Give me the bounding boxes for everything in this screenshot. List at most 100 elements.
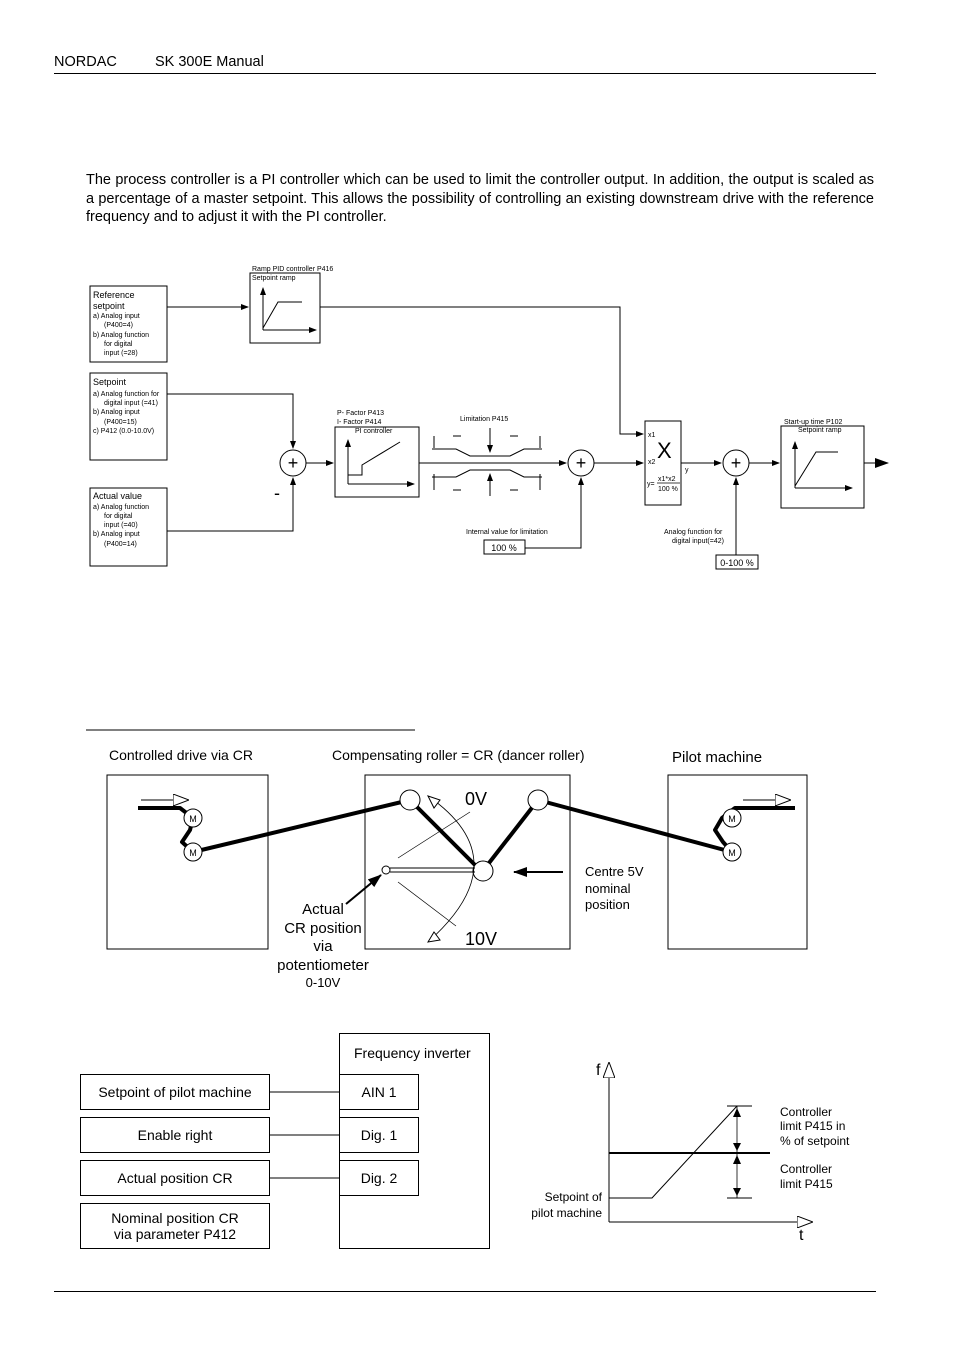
motor-left-top	[183, 808, 203, 828]
ramp-sub: Setpoint ramp	[252, 275, 296, 282]
mult-num: x1*x2	[658, 476, 676, 483]
setpoint-a2: digital input (=41)	[104, 400, 158, 407]
frequency-inverter-title: Frequency inverter	[354, 1045, 471, 1061]
limit-1: Controller	[780, 1162, 832, 1176]
nominal-line-2: via parameter P412	[113, 1226, 237, 1242]
compensating-roller-box	[364, 774, 571, 950]
actual-b2: (P400=14)	[104, 541, 137, 548]
analog-func-label2: digital input(=42)	[672, 538, 724, 545]
application-diagram: Controlled drive via CR Compensating rol…	[106, 747, 808, 990]
actual-a2: for digital	[104, 513, 133, 520]
actual-title: Actual value	[93, 491, 142, 501]
reference-a: a) Analog input	[93, 313, 140, 320]
pilot-title: Pilot machine	[672, 749, 762, 766]
setpoint-title: Setpoint	[93, 377, 127, 387]
centre-label-2: nominal	[585, 881, 631, 896]
motor-left-bottom-label: M	[189, 848, 197, 858]
dancer-roller	[472, 860, 494, 882]
actual-a: a) Analog function	[93, 504, 149, 511]
block-diagram: Reference setpoint a) Analog input (P400…	[89, 266, 889, 570]
pilot-machine-box	[667, 774, 808, 950]
i-factor: I- Factor P414	[337, 419, 381, 426]
startup-sub: Setpoint ramp	[798, 427, 842, 434]
range-value: 0-100 %	[720, 558, 754, 568]
terminal-dig1: Dig. 1	[339, 1117, 419, 1153]
mult-y: y=	[647, 481, 655, 488]
internal-value-label: Internal value for limitation	[466, 529, 548, 536]
roller-right	[527, 789, 549, 811]
axis-t: t	[799, 1227, 804, 1244]
limit-2: limit P415	[780, 1177, 833, 1191]
wiring-lines	[270, 1091, 339, 1179]
ramp-block	[249, 272, 321, 344]
internal-value-box	[483, 539, 526, 555]
zero-v-label: 0V	[465, 789, 487, 809]
mult-x: X	[657, 438, 672, 463]
reference-a2: (P400=4)	[104, 322, 133, 329]
reference-setpoint-box	[89, 285, 168, 363]
actual-label-5: 0-10V	[306, 975, 341, 990]
roller-left	[399, 789, 421, 811]
centre-label-1: Centre 5V	[585, 864, 644, 879]
range-box	[715, 554, 759, 570]
controlled-drive-box	[106, 774, 269, 950]
sum3-plus: +	[731, 453, 742, 473]
sum2-plus: +	[576, 453, 587, 473]
graph-setpoint-2: pilot machine	[531, 1206, 602, 1220]
centre-label-3: position	[585, 897, 630, 912]
actual-label-4: potentiometer	[277, 957, 369, 974]
reference-b3: input (=28)	[104, 350, 138, 357]
limit-pct-2: limit P415 in	[780, 1119, 845, 1133]
reference-b: b) Analog function	[93, 332, 149, 339]
graph-setpoint-1: Setpoint of	[545, 1190, 603, 1204]
motor-left-bottom	[183, 842, 203, 862]
sum1-plus: +	[288, 453, 299, 473]
p-factor: P- Factor P413	[337, 410, 384, 417]
pi-title: PI controller	[355, 428, 393, 435]
limitation-label: Limitation P415	[460, 416, 508, 423]
mult-x1: x1	[648, 432, 656, 439]
terminal-dig2: Dig. 2	[339, 1160, 419, 1196]
motor-right-bottom-label: M	[728, 848, 736, 858]
setpoint-box	[89, 372, 168, 461]
enable-right-box: Enable right	[80, 1117, 270, 1153]
motor-right-top-label: M	[728, 814, 736, 824]
limit-pct-3: % of setpoint	[780, 1134, 850, 1148]
actual-b: b) Analog input	[93, 531, 140, 538]
nominal-position-box: Nominal position CR via parameter P412	[80, 1203, 270, 1249]
actual-position-box: Actual position CR	[80, 1160, 270, 1196]
terminal-ain1: AIN 1	[339, 1074, 419, 1110]
mult-x2: x2	[648, 459, 656, 466]
compensating-title: Compensating roller = CR (dancer roller)	[332, 747, 585, 763]
brand-name: NORDAC	[54, 54, 117, 70]
y-label: y	[685, 467, 689, 474]
pilot-setpoint-box: Setpoint of pilot machine	[80, 1074, 270, 1110]
intro-paragraph: The process controller is a PI controlle…	[86, 172, 874, 226]
motor-right-top	[722, 808, 742, 828]
setpoint-c: c) P412 (0.0-10.0V)	[93, 428, 154, 435]
nominal-line-1: Nominal position CR	[111, 1210, 239, 1226]
motor-left-top-label: M	[189, 814, 197, 824]
frequency-graph: f t Setpoint of pilot machine Controller…	[531, 1062, 850, 1244]
actual-label-1: Actual	[302, 901, 344, 918]
reference-title2: setpoint	[93, 301, 125, 311]
ramp-title: Ramp PID controller P416	[252, 266, 333, 273]
setpoint-b: b) Analog input	[93, 409, 140, 416]
axis-f: f	[596, 1062, 601, 1079]
actual-label-3: via	[313, 938, 333, 955]
reference-b2: for digital	[104, 341, 133, 348]
pi-controller-block	[334, 426, 420, 498]
actual-label-2: CR position	[284, 920, 362, 937]
startup-ramp-block	[780, 425, 865, 509]
setpoint-b2: (P400=15)	[104, 419, 137, 426]
setpoint-a: a) Analog function for	[93, 391, 160, 398]
startup-label: Start-up time P102	[784, 419, 842, 426]
analog-func-label: Analog function for	[664, 529, 723, 536]
limiter-block	[432, 428, 542, 496]
limit-pct-1: Controller	[780, 1105, 832, 1119]
motor-right-bottom	[722, 842, 742, 862]
pivot-point	[381, 865, 391, 875]
manual-title: SK 300E Manual	[155, 54, 264, 70]
internal-value: 100 %	[491, 543, 517, 553]
